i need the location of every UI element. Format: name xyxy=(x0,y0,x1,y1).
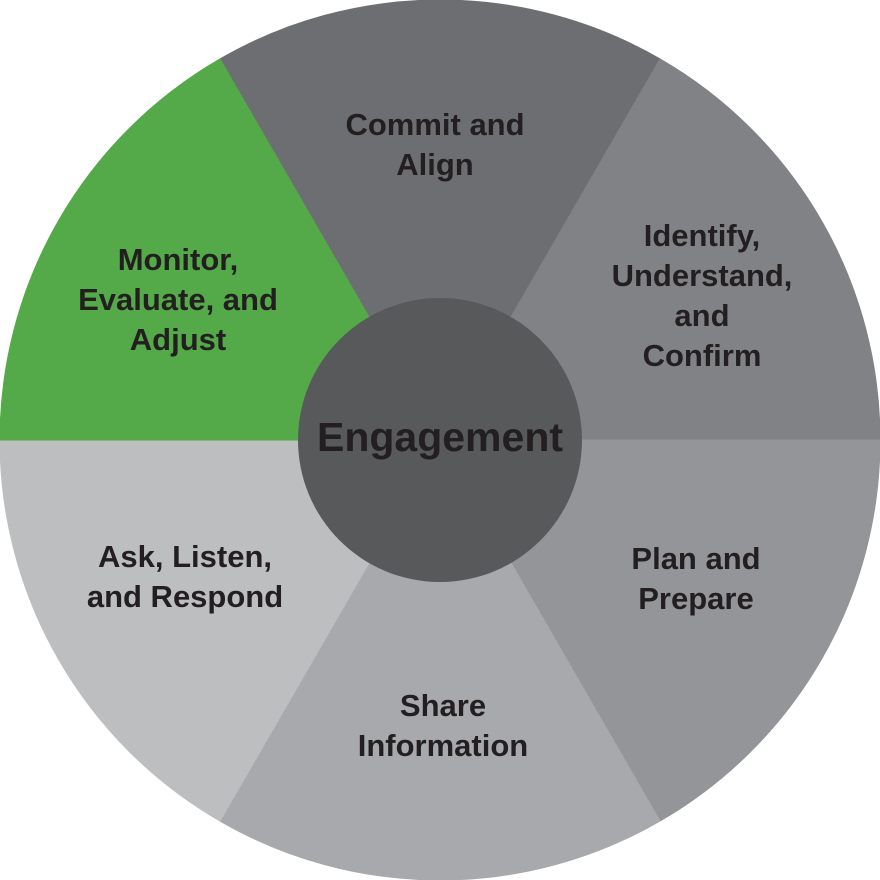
segment-identify-understand-confirm-wedge xyxy=(439,58,880,441)
segment-plan-and-prepare-wedge xyxy=(439,439,880,822)
segment-commit-and-align-wedge xyxy=(219,0,661,441)
segment-ask-listen-and-respond-wedge xyxy=(0,439,441,822)
center-hub-circle xyxy=(298,298,582,582)
segment-monitor-evaluate-and-adjust-wedge xyxy=(0,58,441,441)
